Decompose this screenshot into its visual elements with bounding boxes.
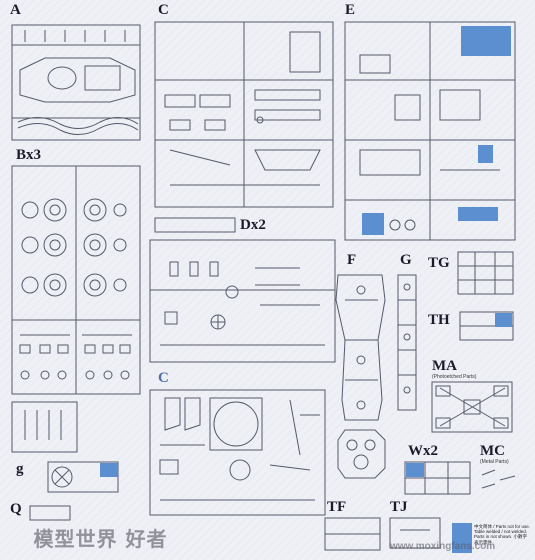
sprue-label-c-top: C xyxy=(158,2,169,18)
sprue-label-th: TH xyxy=(428,312,450,328)
highlight-box-e2 xyxy=(478,145,493,163)
sprue-label-ma: MA xyxy=(432,358,457,374)
sprue-label-mc: MC xyxy=(480,443,505,459)
sprue-ma-subtitle: (Photoetched Parts) xyxy=(432,374,477,380)
highlight-box-w xyxy=(406,463,424,477)
legend-swatch xyxy=(452,523,472,553)
sprue-label-g-small: g xyxy=(16,461,24,477)
highlight-box-e4 xyxy=(458,207,498,221)
highlight-box-g xyxy=(100,463,118,477)
watermark-url: www.moxingfans.com xyxy=(390,541,496,552)
sprue-label-tg: TG xyxy=(428,255,450,271)
sprue-label-e: E xyxy=(345,2,356,18)
highlight-box-e1 xyxy=(461,26,511,56)
sprue-label-f: F xyxy=(347,252,357,268)
sprue-label-tj: TJ xyxy=(390,499,408,515)
sprue-label-g: G xyxy=(400,252,412,268)
sprue-label-tf: TF xyxy=(327,499,347,515)
highlight-box-e3 xyxy=(362,213,384,235)
watermark-logo: 模型世界 好者 xyxy=(33,526,168,551)
highlight-box-th xyxy=(495,313,512,327)
sprue-mc-subtitle: (Metal Parts) xyxy=(480,459,509,465)
sprue-label-bx3: Bx3 xyxy=(16,147,42,163)
sprue-label-dx2: Dx2 xyxy=(240,217,266,233)
sprue-label-wx2: Wx2 xyxy=(408,443,438,459)
sprue-label-q: Q xyxy=(10,501,22,517)
legend-note: 中文简体 / Parts not for use. Table welded /… xyxy=(474,524,531,545)
sprue-label-a: A xyxy=(10,2,21,18)
sprue-label-c-bottom: C xyxy=(158,370,169,386)
